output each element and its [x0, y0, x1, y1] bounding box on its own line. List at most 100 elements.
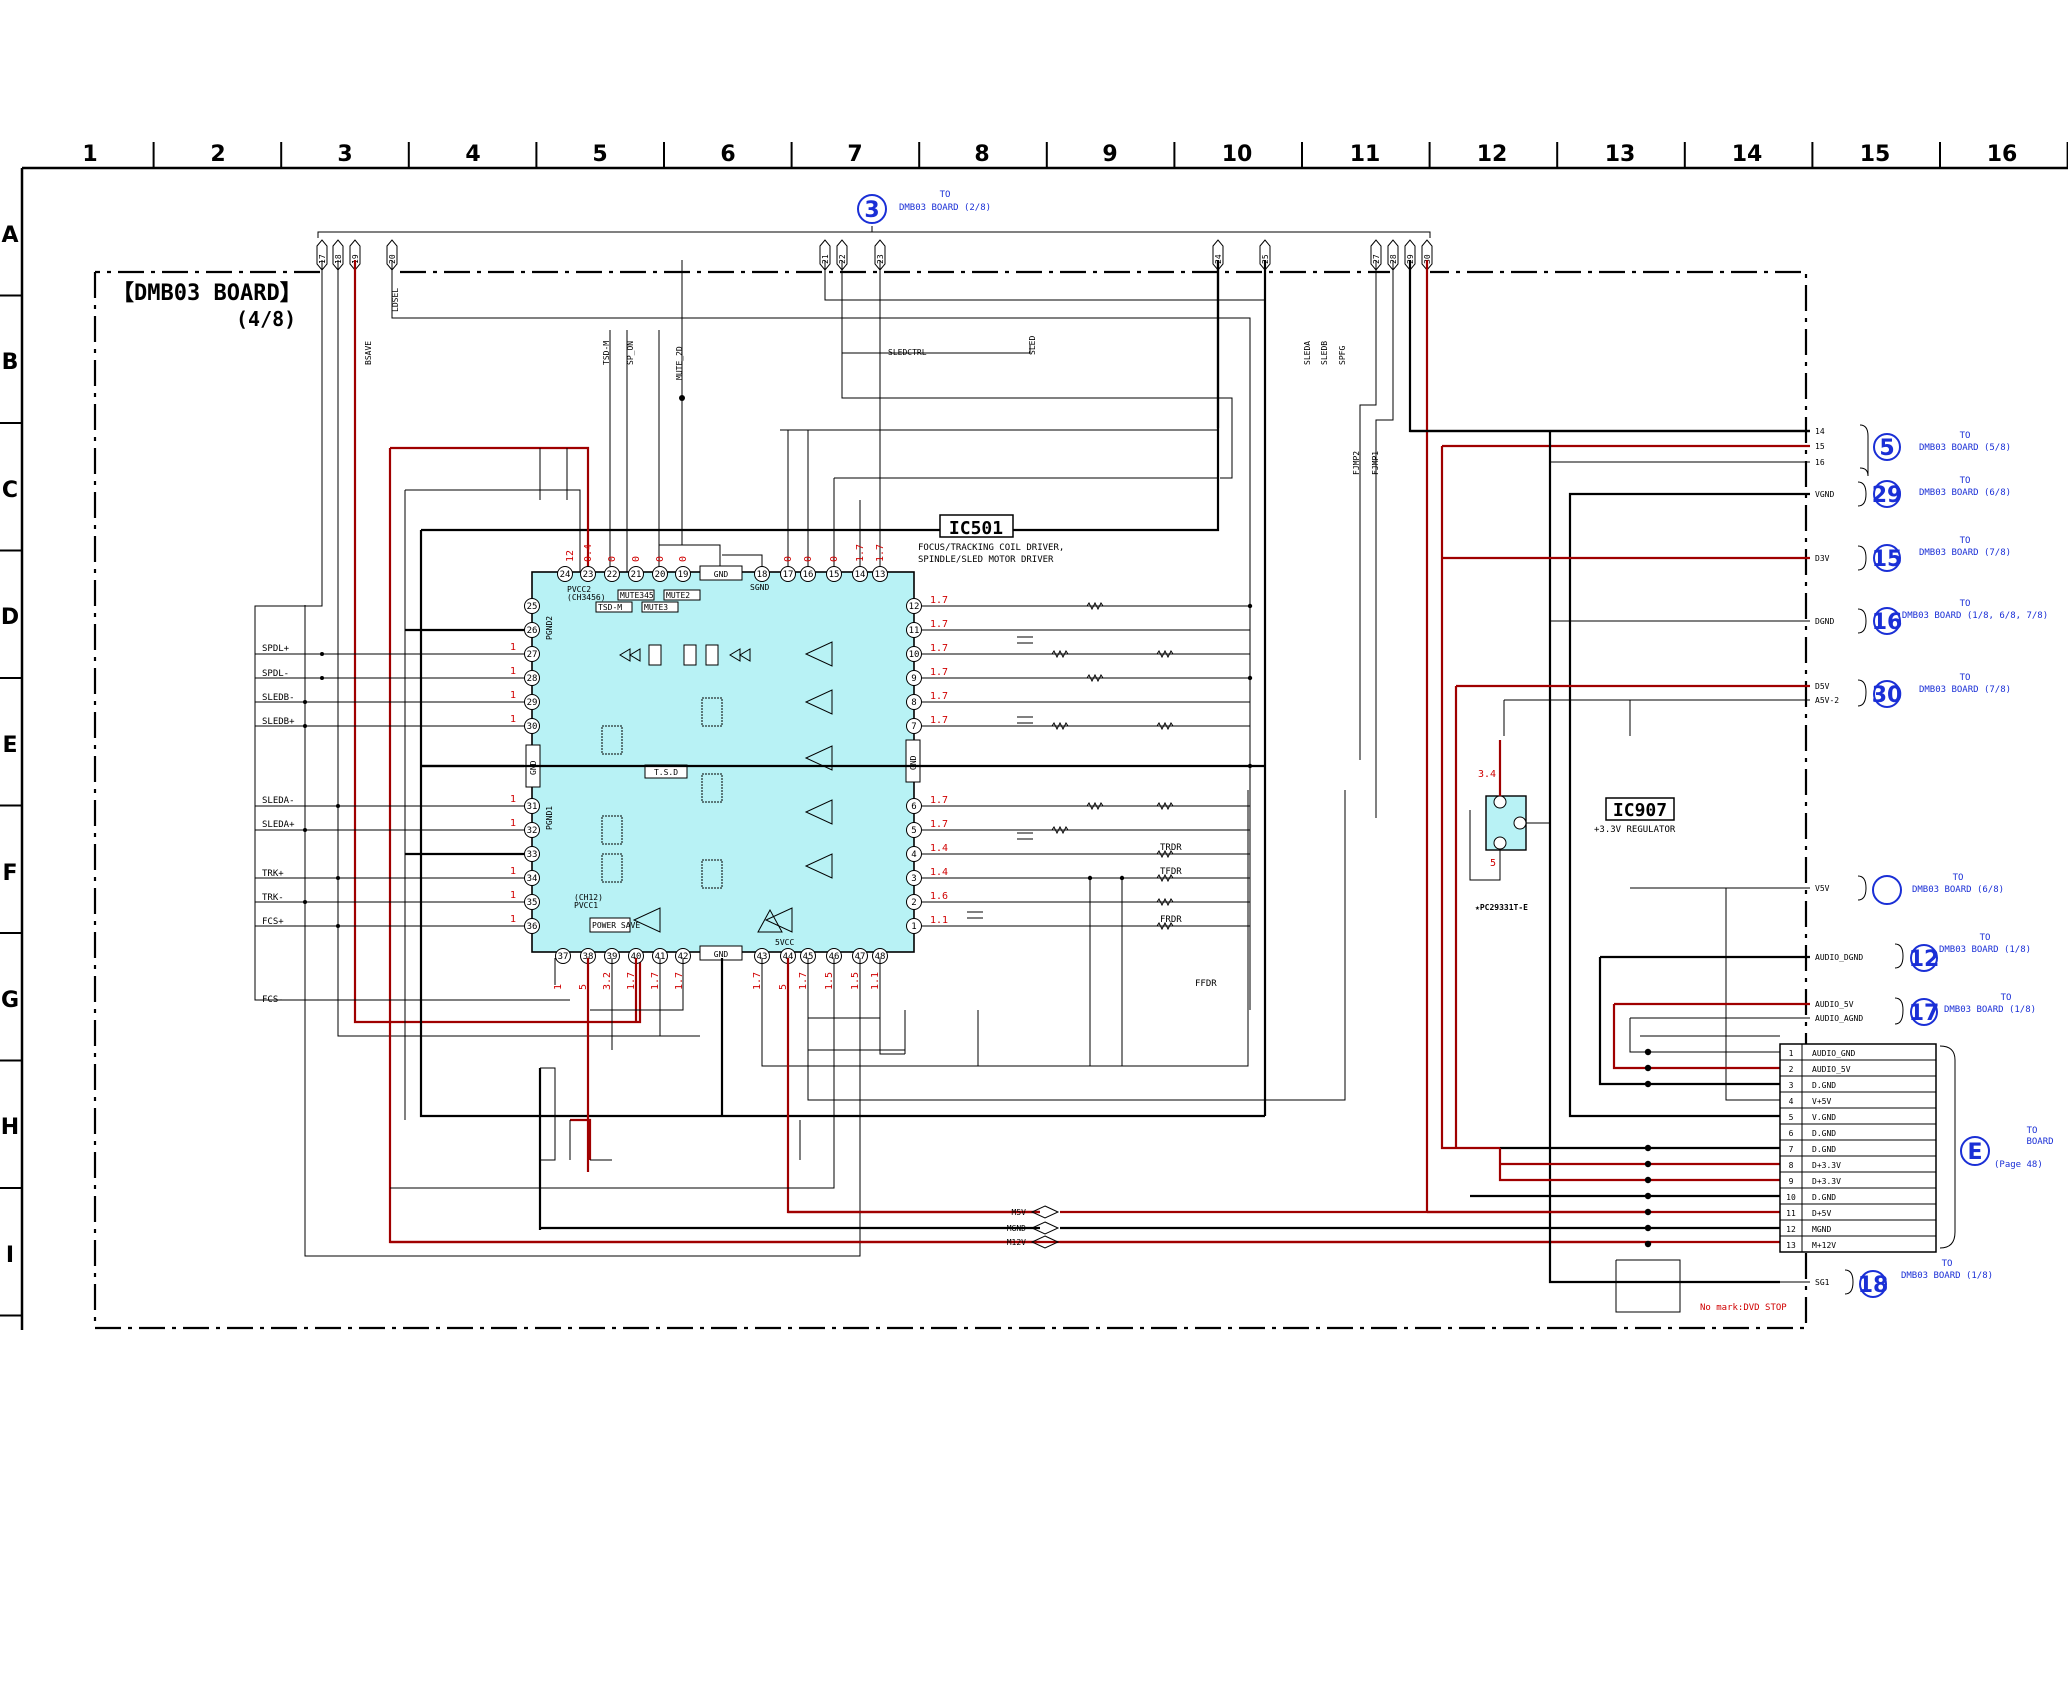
- col-label: 6: [720, 142, 735, 167]
- row-label: C: [2, 478, 18, 503]
- bottom-buses: M5V MGND M12V: [390, 1205, 1650, 1249]
- ic-pin: [906, 598, 922, 614]
- pin-label: 29: [1406, 254, 1415, 264]
- svg-text:DMB03 BOARD (1/8): DMB03 BOARD (1/8): [1901, 1271, 1993, 1281]
- voltage: 1.7: [930, 715, 948, 726]
- connector-pin: [1212, 239, 1224, 271]
- svg-text:TSD-M: TSD-M: [598, 603, 622, 612]
- ic-pin: [628, 566, 644, 582]
- connector-to: TO: [940, 190, 951, 200]
- voltage: 0: [803, 556, 814, 562]
- signal-label: SP_ON: [626, 341, 635, 365]
- resistor-symbol: [1086, 673, 1104, 683]
- ic-pin-number: 25: [527, 602, 538, 612]
- ic-pin: [524, 870, 540, 886]
- col-label: 10: [1222, 142, 1253, 167]
- ic-pin: [906, 894, 922, 910]
- ic-pin: [780, 566, 796, 582]
- svg-text:DGND: DGND: [1815, 617, 1834, 626]
- ic-pin-number: 44: [783, 952, 794, 962]
- ic-pin-number: 10: [909, 650, 920, 660]
- connector-pin: [316, 239, 328, 271]
- voltage: 0: [607, 556, 618, 562]
- connector-dest: DMB03 BOARD (2/8): [899, 203, 991, 213]
- pin-signal: D.GND: [1812, 1193, 1836, 1202]
- voltage: 1: [510, 714, 516, 725]
- ic-pin: [524, 694, 540, 710]
- ic-pin: [524, 846, 540, 862]
- voltage: 1.7: [875, 544, 886, 562]
- signal-label: FRDR: [1160, 915, 1182, 925]
- col-label: 11: [1350, 142, 1381, 167]
- junction-dot: [336, 804, 340, 808]
- h-bridge-symbol: [701, 697, 723, 727]
- junction-dot: [1644, 1240, 1652, 1248]
- connector-to: TO: [2027, 1126, 2038, 1136]
- svg-text:TO: TO: [2001, 993, 2012, 1003]
- ic-pin: [524, 598, 540, 614]
- pin-signal: V+5V: [1812, 1097, 1831, 1106]
- ic-pin-number: 27: [527, 650, 538, 660]
- signal-label: FFDR: [1195, 979, 1217, 989]
- junction-dot: [1644, 1160, 1652, 1168]
- col-label: 16: [1987, 142, 2018, 167]
- voltage: 1: [510, 666, 516, 677]
- ic-pin-number: 31: [527, 802, 538, 812]
- ic-pin-number: 8: [911, 698, 916, 708]
- voltage: 1.4: [930, 843, 948, 854]
- buffer-symbol: [629, 648, 641, 662]
- pin-signal: D+3.3V: [1812, 1177, 1841, 1186]
- voltage: 1.7: [930, 819, 948, 830]
- pin-signal: AUDIO_5V: [1812, 1065, 1851, 1074]
- ic907-desc: +3.3V REGULATOR: [1594, 825, 1676, 835]
- ic907: IC907 +3.3V REGULATOR ★PC29331T-E 3.4 5: [1469, 740, 1676, 912]
- voltage: 1: [510, 914, 516, 925]
- ic-pin-number: 24: [560, 570, 571, 580]
- ic-pin: [906, 718, 922, 734]
- svg-text:29: 29: [1872, 483, 1903, 508]
- svg-text:15: 15: [1815, 442, 1825, 451]
- ic-pin: [906, 646, 922, 662]
- col-label: 9: [1102, 142, 1117, 167]
- voltage: 1.7: [752, 972, 763, 990]
- col-label: 13: [1605, 142, 1636, 167]
- ic-pin-number: 36: [527, 922, 538, 932]
- svg-text:MUTE345: MUTE345: [620, 591, 654, 600]
- connector-number: 3: [864, 198, 879, 223]
- ic-pin: [555, 948, 571, 964]
- voltage: 1: [553, 984, 564, 990]
- svg-text:5: 5: [1879, 436, 1894, 461]
- pin-number: 1: [1789, 1049, 1794, 1058]
- signal-label: TSD-M: [602, 341, 611, 365]
- pin-label: 18: [334, 254, 343, 264]
- pin-signal: D+3.3V: [1812, 1161, 1841, 1170]
- voltage: 12: [565, 550, 576, 562]
- ic-pin-number: 14: [855, 570, 866, 580]
- svg-text:PVCC2: PVCC2: [567, 585, 591, 594]
- voltage: 1.7: [798, 972, 809, 990]
- signal-label: TRK+: [262, 869, 284, 879]
- ic-pin-number: 6: [911, 802, 916, 812]
- connector-pin: [349, 239, 361, 271]
- pin-label: 25: [1261, 254, 1270, 264]
- svg-text:MUTE3: MUTE3: [644, 603, 668, 612]
- driver-block: [705, 644, 719, 666]
- ic-pin-number: 30: [527, 722, 538, 732]
- svg-text:T.S.D: T.S.D: [654, 768, 678, 777]
- ic-pin: [557, 566, 573, 582]
- ic-pin-number: 20: [655, 570, 666, 580]
- h-bridge-symbol: [601, 725, 623, 755]
- ic-pin-number: 9: [911, 674, 916, 684]
- pin-number: 6: [1789, 1129, 1794, 1138]
- svg-text:GND: GND: [909, 755, 918, 770]
- ic-pin-number: 23: [583, 570, 594, 580]
- connector-page: (Page 48): [1994, 1160, 2043, 1170]
- ic-pin-number: 21: [631, 570, 642, 580]
- junction-dot: [1247, 675, 1253, 681]
- ic-pin-number: 13: [875, 570, 886, 580]
- ic-pin: [604, 566, 620, 582]
- resistor-symbol: [1051, 721, 1069, 731]
- signal-label: SPDL+: [262, 644, 290, 654]
- op-amp-symbol: [804, 641, 833, 667]
- svg-text:3.4: 3.4: [1478, 769, 1496, 780]
